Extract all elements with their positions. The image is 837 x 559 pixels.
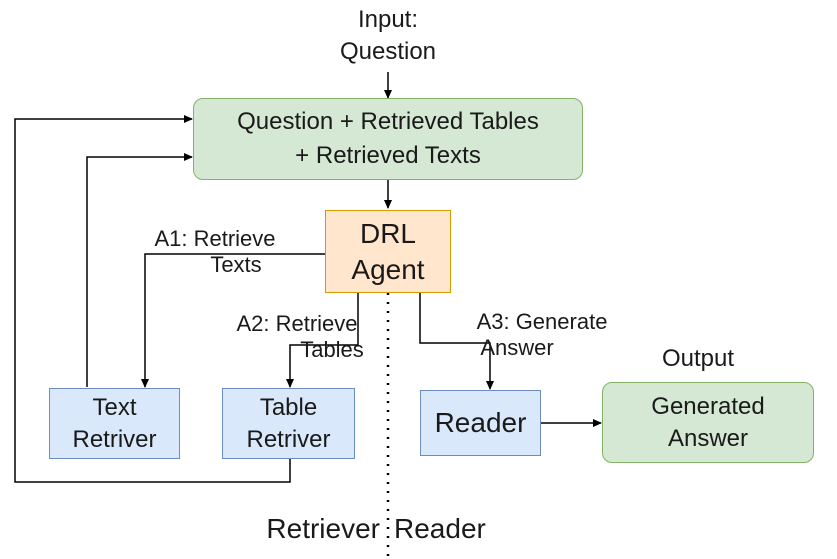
section-label-reader: Reader (394, 512, 514, 546)
input-label-line2: Question (339, 38, 437, 65)
section-label-reader-text: Reader (394, 513, 486, 544)
output-line2: Answer (667, 424, 749, 452)
output-title: Output (618, 343, 778, 375)
action-a2-line2: Tables (300, 337, 364, 362)
drl-agent-line1: DRL (359, 217, 416, 249)
arrow-agent-to-table-retriever (286, 293, 359, 388)
action-a1-line1: A1: Retrieve (154, 226, 276, 251)
text-retriever-line1: Text (92, 393, 137, 421)
output-line1: Generated (651, 392, 765, 420)
state-box: Question + Retrieved Tables + Retrieved … (193, 98, 583, 180)
reader-label: Reader (434, 407, 527, 438)
input-label-line1: Input: (357, 6, 419, 33)
input-label: Input: Question (310, 4, 466, 68)
arrow-table-retriever-feedback (14, 115, 291, 483)
action-a3-line1: A3: Generate (476, 309, 608, 334)
action-a3-label: A3: Generate Answer (452, 309, 632, 361)
text-retriever-line2: Retriver (72, 425, 157, 453)
reader-box: Reader (420, 390, 541, 456)
action-a1-line2: Texts (210, 252, 262, 277)
action-a1-label: A1: Retrieve Texts (130, 226, 300, 278)
action-a2-label: A2: Retrieve Tables (212, 311, 382, 363)
arrow-agent-to-text-retriever (141, 253, 325, 388)
action-a3-line2: Answer (480, 335, 554, 360)
text-retriever-box: Text Retriver (49, 388, 180, 459)
output-box: Generated Answer (602, 382, 814, 463)
table-retriever-line2: Retriver (246, 425, 331, 453)
arrow-text-retriever-feedback (86, 153, 193, 387)
output-title-text: Output (661, 345, 735, 372)
action-a2-line1: A2: Retrieve (236, 311, 358, 336)
drl-agent-line2: Agent (351, 253, 425, 285)
state-box-line2: + Retrieved Texts (295, 142, 481, 169)
section-label-retriever-text: Retriever (266, 513, 380, 544)
table-retriever-box: Table Retriver (222, 388, 355, 459)
drl-agent-box: DRL Agent (325, 210, 451, 293)
arrow-agent-to-reader (419, 293, 494, 390)
table-retriever-line1: Table (259, 393, 318, 421)
state-box-line1: Question + Retrieved Tables (237, 108, 539, 135)
section-label-retriever: Retriever (236, 512, 380, 546)
